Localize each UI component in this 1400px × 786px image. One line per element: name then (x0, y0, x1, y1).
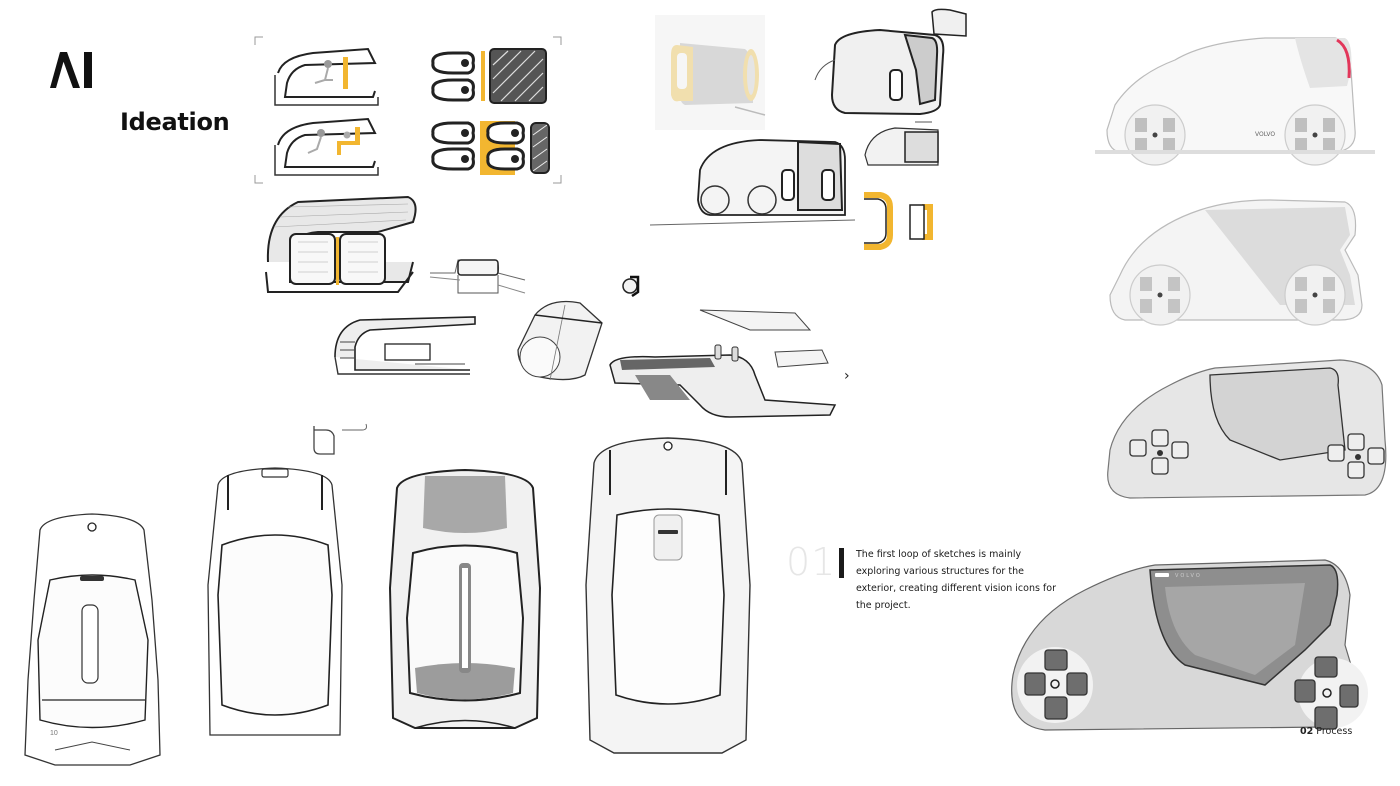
seat-module-sketch-2 (429, 259, 526, 294)
cabin-interior-sketch (864, 121, 939, 166)
footer-section-number: 02 (1300, 726, 1314, 737)
seat-module-sketch-3 (334, 316, 476, 375)
side-render-1: VOLVO (1095, 37, 1375, 166)
small-seat-icon-sketch (622, 275, 640, 298)
chevron-right-icon[interactable]: › (844, 368, 850, 384)
pod-perspective-sketch (814, 8, 967, 116)
brand-logo-icon (50, 52, 92, 88)
section-footer: 02 Process (1300, 726, 1352, 737)
yellow-frame-detail-sketch (864, 192, 933, 250)
foam-model-photo (655, 15, 766, 130)
footer-section-label: Process (1316, 726, 1353, 737)
sketch-page-number: 10 (50, 730, 58, 737)
top-view-render-2 (585, 437, 751, 754)
section-title: Ideation (120, 108, 230, 136)
caption-divider (839, 548, 844, 578)
top-view-sketch-2 (207, 467, 343, 736)
interior-layout-sketch (254, 36, 562, 184)
top-view-sketch-1 (24, 513, 161, 766)
van-side-sketch (649, 139, 856, 226)
svg-text:VOLVO: VOLVO (1175, 573, 1202, 579)
svg-text:VOLVO: VOLVO (1255, 131, 1275, 138)
side-render-2 (1109, 199, 1363, 326)
side-render-4: VOLVO (1011, 559, 1368, 731)
detail-sketch-small (313, 423, 367, 455)
seat-module-sketch-1 (265, 195, 417, 293)
capsule-module-sketch (517, 300, 603, 381)
caption-text: The first loop of sketches is mainly exp… (856, 549, 1056, 611)
side-render-3 (1107, 359, 1387, 499)
top-view-render-1 (388, 468, 542, 729)
caption-number: 01 (786, 540, 837, 584)
seat-module-render (609, 309, 837, 418)
